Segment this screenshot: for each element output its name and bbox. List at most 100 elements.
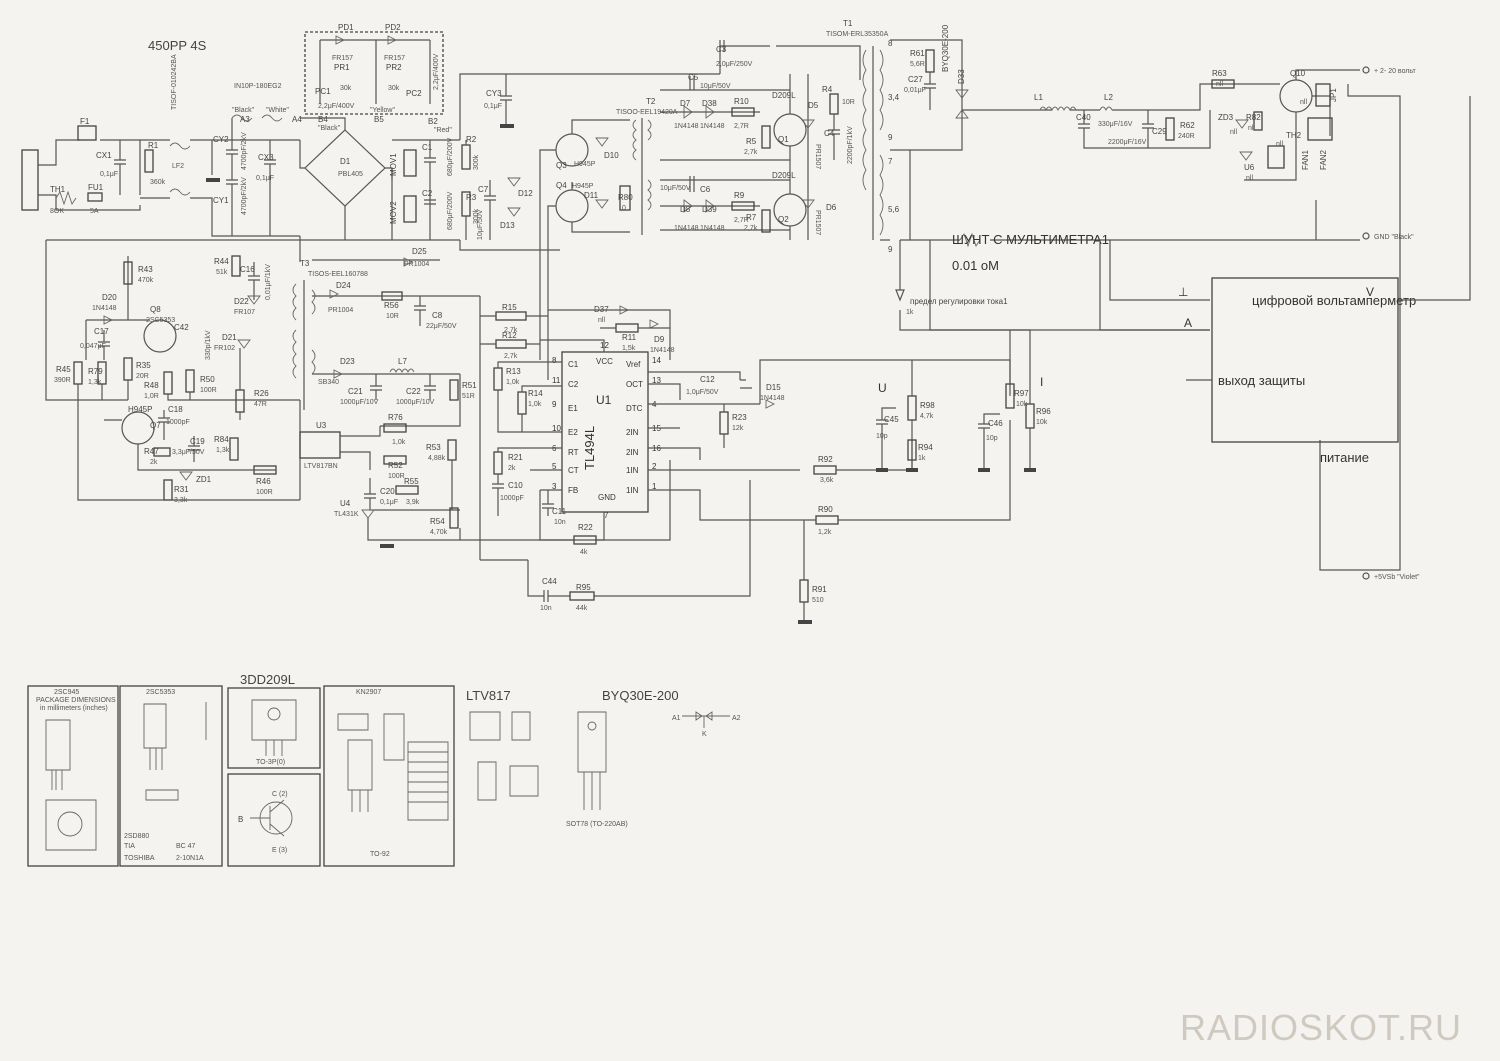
svg-text:C44: C44 <box>542 577 557 586</box>
u1-pin-number: 8 <box>552 356 557 365</box>
datasheet-kn2907 <box>323 685 455 867</box>
svg-text:L7: L7 <box>398 357 407 366</box>
svg-text:2200μF/16V: 2200μF/16V <box>1108 139 1147 146</box>
standby-supply-section: R43 470k R44 51k C16 0,01μF/1kV D22 FR10… <box>45 239 480 548</box>
svg-text:R53: R53 <box>426 443 441 452</box>
svg-text:C18: C18 <box>168 405 183 414</box>
output-plus-terminal <box>1362 66 1370 74</box>
svg-text:300k: 300k <box>473 208 480 224</box>
svg-text:51k: 51k <box>216 269 228 276</box>
svg-text:10k: 10k <box>1036 419 1048 426</box>
svg-text:R21: R21 <box>508 453 523 462</box>
svg-text:CY3: CY3 <box>486 89 502 98</box>
svg-text:"Yellow": "Yellow" <box>370 107 395 114</box>
u1-pin-number: 11 <box>552 376 561 385</box>
meter-box <box>1211 277 1399 443</box>
svg-text:+ 2- 20 вольт: + 2- 20 вольт <box>1374 68 1416 75</box>
svg-text:A3: A3 <box>240 115 250 124</box>
svg-text:MOV2: MOV2 <box>389 201 398 224</box>
svg-text:R26: R26 <box>254 389 269 398</box>
svg-text:PD1: PD1 <box>338 23 354 32</box>
svg-text:R76: R76 <box>388 413 403 422</box>
svg-text:2SC5353: 2SC5353 <box>146 317 175 324</box>
svg-text:D9: D9 <box>654 335 665 344</box>
svg-text:9: 9 <box>888 245 893 254</box>
svg-text:5,6: 5,6 <box>888 205 900 214</box>
u1-pin-name: 2IN <box>626 428 639 437</box>
svg-text:1000pF: 1000pF <box>500 495 524 502</box>
svg-text:C45: C45 <box>884 415 899 424</box>
svg-text:PR2: PR2 <box>386 63 402 72</box>
svg-text:1,0k: 1,0k <box>506 379 520 386</box>
svg-text:2,7k: 2,7k <box>744 225 758 232</box>
svg-text:4700pF/2kV: 4700pF/2kV <box>241 177 248 215</box>
svg-text:10p: 10p <box>876 433 888 440</box>
svg-text:PR1507: PR1507 <box>814 210 821 235</box>
svg-text:1000μF/10V: 1000μF/10V <box>396 399 435 406</box>
svg-text:nll: nll <box>1248 125 1255 132</box>
svg-text:"Black": "Black" <box>318 125 341 132</box>
svg-text:FAN2: FAN2 <box>1319 149 1328 170</box>
resistor-r50 <box>185 369 195 393</box>
svg-text:R92: R92 <box>818 455 833 464</box>
svg-text:2,7R: 2,7R <box>734 217 749 224</box>
svg-text:T2: T2 <box>646 97 656 106</box>
svg-text:360k: 360k <box>150 179 166 186</box>
u1-pin-number: 9 <box>552 400 557 409</box>
svg-text:R63: R63 <box>1212 69 1227 78</box>
resistor-r95 <box>569 591 595 601</box>
datasheet-3dd209l <box>227 687 321 769</box>
u1-pin-number: 13 <box>652 376 661 385</box>
svg-text:BC 47: BC 47 <box>176 843 196 850</box>
svg-text:D6: D6 <box>826 203 837 212</box>
svg-text:100R: 100R <box>200 387 217 394</box>
svg-text:PC1: PC1 <box>315 87 331 96</box>
svg-text:D20: D20 <box>102 293 117 302</box>
pfc-module-box <box>304 31 444 115</box>
u1-pin-number: 10 <box>552 424 561 433</box>
resistor-r11 <box>615 323 639 333</box>
resistor-r4 <box>829 93 839 115</box>
svg-text:MOV1: MOV1 <box>389 153 398 176</box>
svg-text:4,70k: 4,70k <box>430 529 448 536</box>
svg-text:R35: R35 <box>136 361 151 370</box>
svg-text:C6: C6 <box>700 185 711 194</box>
svg-text:TL431K: TL431K <box>334 511 359 518</box>
svg-text:R54: R54 <box>430 517 445 526</box>
svg-text:"White": "White" <box>266 107 289 114</box>
svg-text:E (3): E (3) <box>272 847 287 854</box>
svg-text:C22: C22 <box>406 387 421 396</box>
svg-text:0,1μF: 0,1μF <box>484 103 502 110</box>
svg-text:R14: R14 <box>528 389 543 398</box>
resistor-r45 <box>73 361 83 385</box>
svg-text:47R: 47R <box>254 401 267 408</box>
transistor-q8 <box>143 319 177 353</box>
svg-text:2k: 2k <box>508 465 516 472</box>
svg-text:D13: D13 <box>500 221 515 230</box>
svg-text:I: I <box>1040 375 1043 389</box>
svg-text:C46: C46 <box>988 419 1003 428</box>
svg-text:D7: D7 <box>680 99 691 108</box>
svg-text:240R: 240R <box>1178 133 1195 140</box>
svg-text:CX1: CX1 <box>96 151 112 160</box>
half-bridge-section: C3 2,0μF/250V TISOO-EEL19420A T2 C5 10μF… <box>477 40 861 380</box>
u1-pin-name: OCT <box>626 380 643 389</box>
svg-text:FR102: FR102 <box>214 345 235 352</box>
resistor-r90 <box>815 515 839 525</box>
svg-text:KN2907: KN2907 <box>356 689 381 696</box>
gnd-terminal <box>1362 232 1370 240</box>
svg-text:D25: D25 <box>412 247 427 256</box>
svg-text:R23: R23 <box>732 413 747 422</box>
svg-text:C17: C17 <box>94 327 109 336</box>
svg-text:FR107: FR107 <box>234 309 255 316</box>
svg-text:R55: R55 <box>404 477 419 486</box>
svg-text:R12: R12 <box>502 331 517 340</box>
svg-text:1,3k: 1,3k <box>88 379 102 386</box>
resistor-r35 <box>123 357 133 381</box>
svg-text:9: 9 <box>888 133 893 142</box>
svg-text:7: 7 <box>604 511 609 520</box>
resistor-r54 <box>449 507 459 529</box>
thermistor-th2 <box>1267 145 1285 169</box>
